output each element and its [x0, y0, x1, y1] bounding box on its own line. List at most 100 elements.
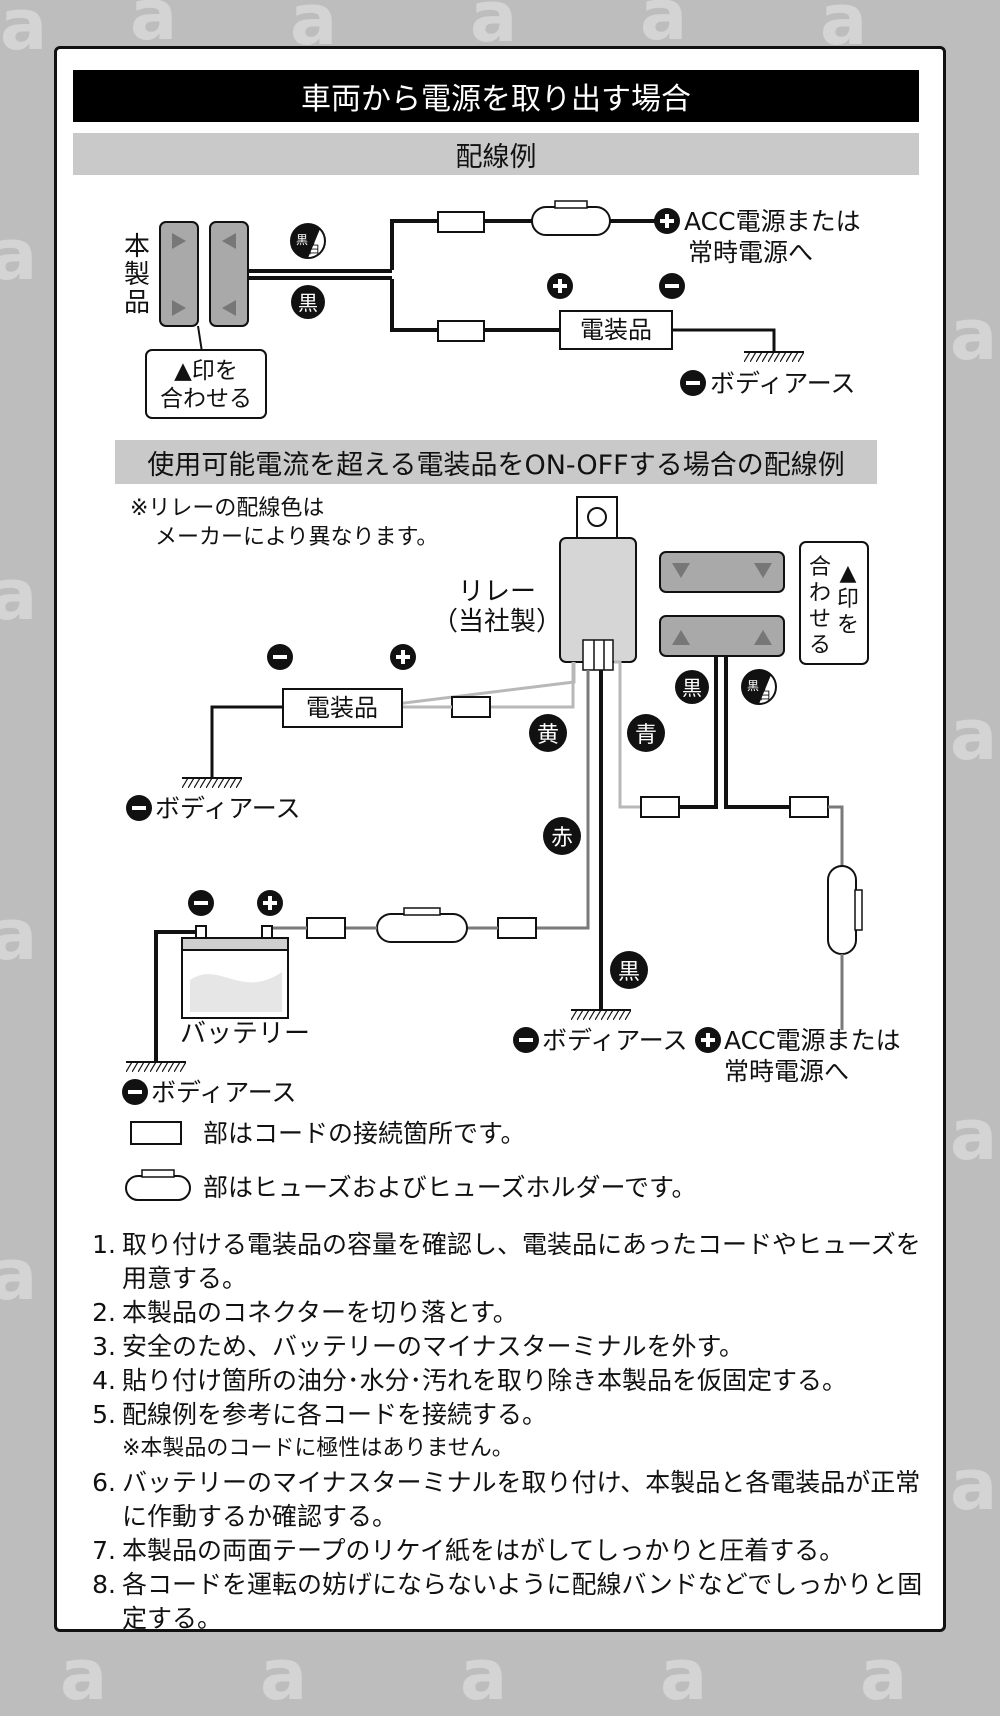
legend-fuse-text: 部はヒューズおよびヒューズホルダーです。 — [203, 1173, 697, 1202]
instruction-list: 1.取り付ける電装品の容量を確認し、電装品にあったコードやヒューズを用意する。 … — [80, 1228, 940, 1636]
wire-tag-red: 赤 — [543, 817, 581, 855]
ground-symbol — [743, 351, 805, 363]
svg-text:青: 青 — [635, 723, 657, 748]
triangle-marker-icon — [754, 563, 772, 578]
svg-text:白: 白 — [308, 241, 320, 256]
wire-tag-yellow: 黄 — [529, 714, 567, 752]
product-unit-left — [159, 221, 199, 327]
wire-tag-black-2: 黒 — [610, 951, 648, 989]
plus-icon — [695, 1027, 721, 1053]
ground-symbol — [570, 1009, 632, 1021]
instruction-item: 8.各コードを運転の妨げにならないように配線バンドなどでしっかりと固定する。 — [92, 1570, 923, 1633]
product-unit-right — [209, 221, 249, 327]
diagram1: 本 製 品 ▲印を 合わせる ACC電源または 常時電源へ 電装品 — [124, 200, 861, 419]
acc-label-2: 常時電源へ — [724, 1057, 849, 1086]
product-unit-bottom — [659, 615, 785, 657]
wire-tag-black-white: 黒 白 — [741, 669, 777, 705]
acc-label-2: 常時電源へ — [688, 238, 813, 267]
instruction-subnote: ※本製品のコードに極性はありません。 — [122, 1436, 514, 1461]
connection-point — [437, 320, 485, 342]
relay-label-1: リレー — [458, 577, 536, 607]
product-label-2: 製 — [124, 260, 150, 290]
legend-connection-text: 部はコードの接続箇所です。 — [203, 1119, 526, 1148]
svg-text:印: 印 — [837, 587, 859, 612]
align-callout — [799, 541, 869, 665]
svg-text:黒: 黒 — [682, 676, 702, 700]
minus-icon — [513, 1027, 539, 1053]
triangle-marker-icon — [222, 300, 236, 316]
legend-connection-icon — [130, 1121, 182, 1145]
instruction-item: 6.バッテリーのマイナスターミナルを取り付け、本製品と各電装品が正常に作動するか… — [92, 1468, 921, 1531]
ground-symbol — [125, 1061, 187, 1073]
section-title-relay-wiring: 使用可能電流を超える電装品をON-OFFする場合の配線例 — [115, 440, 877, 484]
svg-text:黒: 黒 — [296, 233, 308, 247]
svg-text:黒: 黒 — [298, 291, 318, 315]
svg-text:せ: せ — [809, 607, 831, 632]
svg-text:黒: 黒 — [618, 960, 640, 985]
legend-fuse-icon — [125, 1175, 191, 1201]
instruction-card — [54, 46, 946, 1632]
fuse-holder — [827, 865, 857, 955]
instruction-item: 3.安全のため、バッテリーのマイナスターミナルを外す。 — [92, 1332, 745, 1361]
product-label-1: 本 — [124, 232, 150, 262]
align-label-2: 合わせる — [160, 386, 252, 412]
battery-label: バッテリー — [180, 1019, 310, 1049]
device-label: 電装品 — [306, 694, 378, 722]
svg-text:わ: わ — [809, 581, 831, 606]
device-label: 電装品 — [580, 316, 652, 344]
connection-point — [437, 211, 485, 233]
relay-note-1: ※リレーの配線色は — [130, 496, 324, 521]
connection-point — [306, 917, 346, 939]
svg-text:合: 合 — [809, 555, 831, 580]
instruction-item: 4.貼り付け箇所の油分･水分･汚れを取り除き本製品を仮固定する。 — [92, 1366, 848, 1395]
svg-text:黒: 黒 — [747, 679, 759, 693]
body-earth-battery-label: ボディアース — [151, 1078, 297, 1107]
triangle-marker-icon — [222, 233, 236, 249]
wire-tag-black: 黒 — [291, 285, 325, 319]
fuse-holder — [376, 913, 468, 943]
svg-text:赤: 赤 — [551, 826, 573, 851]
diagram2: ※リレーの配線色は メーカーにより異なります。 リレー （当社製） 合 わ せ … — [122, 496, 901, 1107]
triangle-marker-icon — [172, 300, 186, 316]
minus-icon — [267, 644, 293, 670]
triangle-marker-icon — [172, 233, 186, 249]
fuse-holder — [531, 206, 611, 236]
relay-note-2: メーカーにより異なります。 — [155, 525, 438, 550]
minus-icon — [188, 890, 214, 916]
triangle-marker-icon — [672, 630, 690, 645]
acc-label-1: ACC電源または — [684, 207, 861, 236]
minus-icon — [680, 370, 706, 396]
plus-icon — [654, 208, 680, 234]
connection-point — [640, 796, 680, 818]
product-unit-top — [659, 551, 785, 593]
page-title: 車両から電源を取り出す場合 — [73, 70, 919, 122]
product-label-3: 品 — [124, 288, 150, 318]
svg-text:を: を — [837, 613, 859, 638]
body-earth-left-label: ボディアース — [155, 794, 301, 823]
wire-tag-blue: 青 — [627, 714, 665, 752]
connection-point — [789, 796, 829, 818]
minus-icon — [126, 795, 152, 821]
svg-text:白: 白 — [759, 687, 771, 702]
body-earth-label: ボディアース — [710, 369, 856, 398]
connection-point — [497, 917, 537, 939]
instruction-item: 7.本製品の両面テープのリケイ紙をはがしてしっかりと圧着する。 — [92, 1536, 845, 1565]
wire-tag-black-white: 黒 白 — [290, 223, 326, 259]
instruction-item: 5. 配線例を参考に各コードを接続する。※本製品のコードに極性はありません。 — [80, 1398, 940, 1466]
device-box — [559, 310, 673, 350]
minus-icon — [659, 273, 685, 299]
align-label-1: ▲印を — [174, 358, 238, 384]
minus-icon — [122, 1079, 148, 1105]
svg-text:黄: 黄 — [537, 723, 559, 748]
section-title-wiring-example: 配線例 — [73, 133, 919, 175]
svg-text:る: る — [809, 633, 831, 658]
instruction-item: 2.本製品のコネクターを切り落とす。 — [92, 1298, 518, 1327]
body-earth-center-label: ボディアース — [542, 1026, 688, 1055]
triangle-marker-icon — [672, 563, 690, 578]
acc-label-1: ACC電源または — [724, 1026, 901, 1055]
wiring-diagram: 本 製 品 ▲印を 合わせる ACC電源または 常時電源へ 電装品 — [122, 200, 901, 1202]
plus-icon — [547, 273, 573, 299]
instruction-item: 1.取り付ける電装品の容量を確認し、電装品にあったコードやヒューズを用意する。 — [92, 1230, 921, 1293]
ground-symbol — [181, 777, 243, 789]
connection-point — [451, 696, 491, 718]
